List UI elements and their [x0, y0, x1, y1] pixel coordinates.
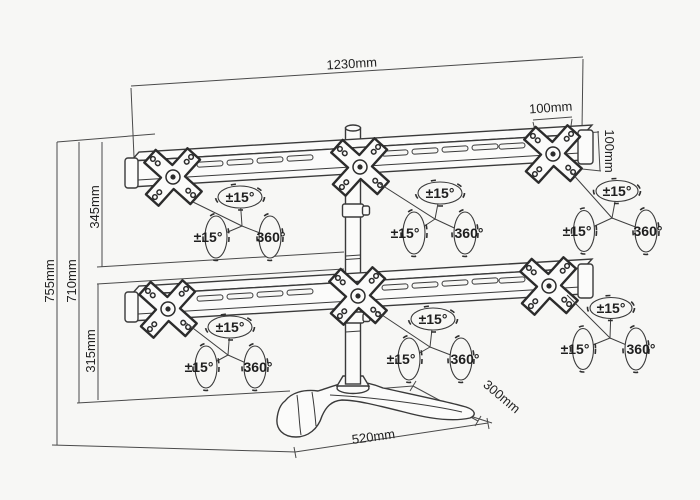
extension-line-vesa-h-bottom [581, 168, 602, 172]
extension-line-520-right [469, 415, 493, 424]
rotation-label: 360° [627, 341, 656, 357]
dimension-lines: 755mm 710mm 345mm 315mm 1230mm 100mm 100… [42, 54, 617, 459]
pole-joint-line-2 [345, 258, 361, 260]
dim-vesa-width-label: 100mm [529, 99, 573, 117]
motion-annotation-top-right: ±15° ±15° 360° [563, 170, 663, 256]
bar-slot [498, 276, 526, 284]
pole-joint-line-3 [345, 330, 361, 333]
tilt-label: ±15° [597, 300, 626, 316]
bar-slot [471, 277, 499, 285]
lower-bar-end-cap-left [124, 291, 139, 323]
bar-slot [286, 154, 314, 162]
tick-520-right [486, 417, 490, 430]
dim-lower-row-label: 315mm [83, 329, 98, 372]
base-foot-line-1 [296, 394, 302, 436]
tick-520-left [293, 446, 297, 459]
bar-slot [196, 294, 224, 302]
extension-line-base-top [76, 390, 291, 404]
dim-crossbar-width-label: 1230mm [326, 54, 377, 72]
base-wing-line [329, 394, 463, 413]
pole-top-cap [344, 124, 362, 132]
rotation-label: 360° [451, 351, 480, 367]
bar-slot [381, 283, 409, 291]
dim-pole-height-label: 710mm [64, 259, 79, 302]
swivel-label: ±15° [194, 229, 223, 245]
bar-slot [256, 290, 284, 298]
tilt-label: ±15° [216, 319, 245, 335]
dim-upper-row-label: 345mm [87, 185, 102, 228]
lower-bar-end-cap-right [577, 263, 594, 299]
dim-crossbar-width-line [130, 56, 584, 87]
dim-overall-height-label: 755mm [42, 259, 57, 302]
swivel-label: ±15° [391, 225, 420, 241]
bar-slot [498, 142, 526, 150]
tick-300-top [409, 380, 417, 392]
swivel-label: ±15° [387, 351, 416, 367]
rotation-label: 360° [257, 229, 286, 245]
motion-annotation-top-middle: ±15° ±15° 360° [376, 179, 484, 258]
extension-line-mid-upper [96, 251, 345, 268]
pole-joint-line-1 [345, 254, 361, 257]
tilt-label: ±15° [419, 311, 448, 327]
dim-base-depth-label: 300mm [480, 377, 523, 416]
extension-line-base-bottom [51, 444, 297, 453]
swivel-label: ±15° [185, 359, 214, 375]
bar-slot [411, 147, 439, 155]
bar-slot [286, 288, 314, 296]
upper-bar-end-cap-right [577, 129, 594, 165]
pole-collar-upper-knob [361, 205, 371, 216]
motion-annotation-bottom-left: ±15° ±15° 360° [185, 313, 273, 392]
upper-bar-end-cap-left [124, 157, 139, 189]
bar-slot [441, 145, 469, 153]
pole-collar-upper [341, 203, 365, 218]
bar-slot [256, 156, 284, 164]
extension-line-mid-lower [96, 268, 345, 285]
extension-line-1230-right [581, 58, 584, 131]
rotation-label: 360° [244, 359, 273, 375]
rotation-label: 360° [634, 223, 663, 239]
bar-slot [441, 279, 469, 287]
dim-vesa-height-label: 100mm [602, 129, 617, 172]
dim-base-width-line [294, 422, 489, 453]
motion-annotation-bottom-middle: ±15° ±15° 360° [375, 305, 480, 384]
bar-slot [411, 281, 439, 289]
motion-annotation-top-left: ±15° ±15° 360° [192, 183, 286, 262]
dim-vesa-height-line [597, 130, 601, 172]
dim-vesa-width-line [532, 116, 573, 121]
tilt-label: ±15° [603, 183, 632, 199]
swivel-label: ±15° [561, 341, 590, 357]
motion-annotation-bottom-right: ±15° ±15° 360° [561, 294, 656, 374]
extension-line-1230-left [130, 87, 135, 158]
base-foot-line-2 [311, 391, 317, 427]
tick-300-bottom [474, 415, 482, 427]
bar-slot [196, 160, 224, 168]
dim-base-width-label: 520mm [351, 426, 396, 447]
bar-slot [226, 158, 254, 166]
bar-slot [471, 143, 499, 151]
extension-line-top [56, 133, 156, 143]
tilt-label: ±15° [426, 185, 455, 201]
bar-slot [226, 292, 254, 300]
tilt-label: ±15° [226, 189, 255, 205]
swivel-label: ±15° [563, 223, 592, 239]
rotation-label: 360° [455, 225, 484, 241]
